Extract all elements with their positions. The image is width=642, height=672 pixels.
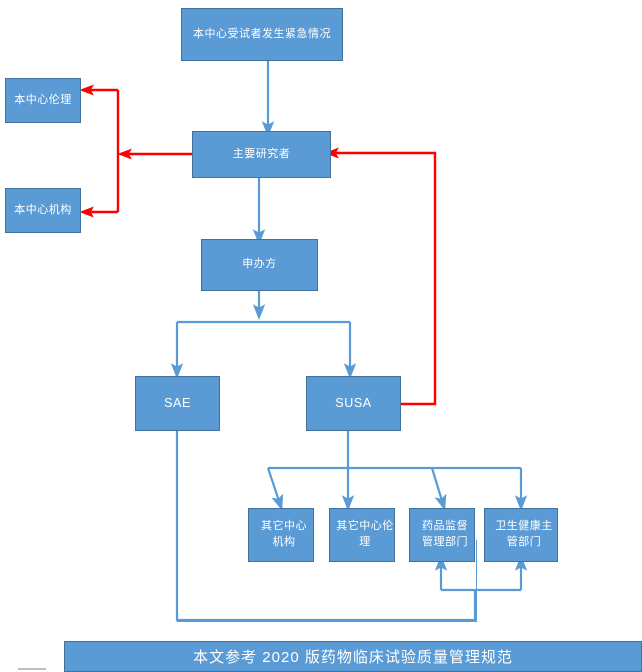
node-sae[interactable]: SAE [135, 376, 220, 431]
node-center-ethics-label: 本中心伦理 [14, 93, 72, 106]
node-sponsor-label: 申办方 [242, 258, 277, 271]
line-1: 其它中心伦 [336, 520, 394, 533]
node-other-ethics-label: 其它中心伦理 [330, 519, 394, 551]
node-emergency[interactable]: 本中心受试者发生紧急情况 [181, 8, 343, 61]
node-nmpa[interactable]: 药品监督管理部门 [409, 508, 475, 562]
line-2: 理 [359, 536, 371, 548]
connector-susa-to-other-institution [266, 467, 284, 511]
node-health-authority[interactable]: 卫生健康主管部门 [484, 508, 558, 562]
line-2: 管理部门 [422, 536, 468, 548]
connector-susa-feedback-to-pi [324, 147, 437, 406]
line-2: 管部门 [506, 536, 542, 548]
caption-bar: 本文参考 2020 版药物临床试验质量管理规范 [64, 641, 642, 672]
node-susa[interactable]: SUSA [306, 376, 401, 431]
line-2: 机构 [272, 536, 296, 548]
node-pi-label: 主要研究者 [232, 147, 291, 160]
node-center-institution-label: 本中心机构 [14, 203, 72, 216]
node-center-ethics[interactable]: 本中心伦理 [5, 78, 81, 123]
node-emergency-label: 本中心受试者发生紧急情况 [193, 27, 331, 40]
node-pi[interactable]: 主要研究者 [192, 131, 331, 178]
node-other-institution[interactable]: 其它中心机构 [248, 508, 314, 562]
node-center-institution[interactable]: 本中心机构 [5, 188, 81, 233]
node-other-institution-label: 其它中心机构 [249, 519, 313, 551]
node-susa-label: SUSA [335, 396, 372, 411]
bottom-left-rule [18, 668, 46, 670]
caption-text: 本文参考 2020 版药物临床试验质量管理规范 [193, 649, 513, 666]
node-sponsor[interactable]: 申办方 [201, 239, 318, 291]
connector-susa-to-nmpa [430, 467, 447, 511]
node-health-authority-label: 卫生健康主管部门 [485, 519, 557, 551]
line-1: 卫生健康主 [495, 520, 553, 533]
line-1: 其它中心 [261, 520, 307, 533]
line-1: 药品监督 [422, 520, 468, 533]
node-other-ethics[interactable]: 其它中心伦理 [329, 508, 395, 562]
node-nmpa-label: 药品监督管理部门 [410, 519, 474, 551]
node-sae-label: SAE [164, 396, 191, 411]
